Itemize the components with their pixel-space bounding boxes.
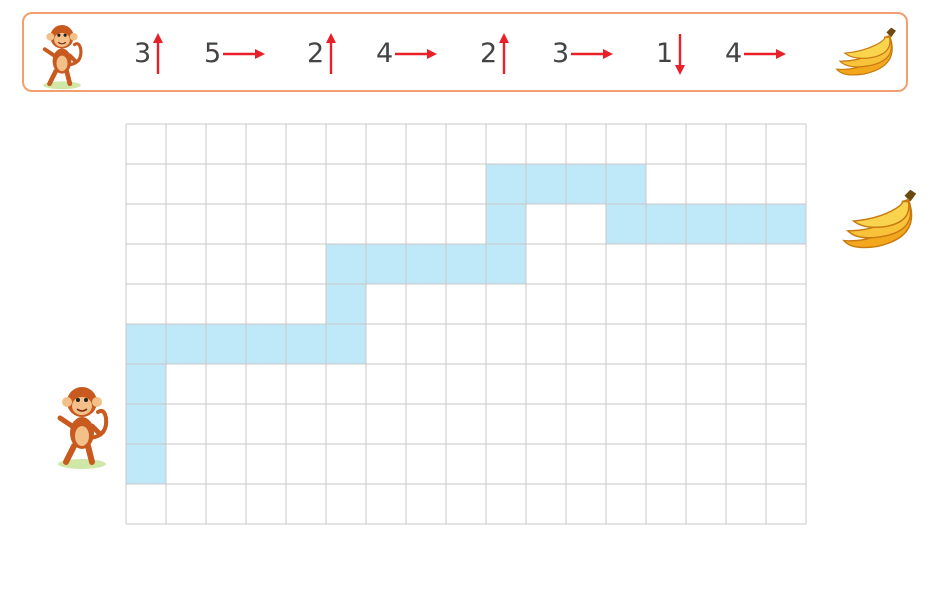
arrow-right-icon [571, 49, 614, 59]
path-cell [606, 164, 646, 204]
path-cell [246, 324, 286, 364]
path-cell [366, 244, 406, 284]
step-count: 3 [134, 38, 152, 69]
arrow-right-icon [395, 49, 438, 59]
path-cell [686, 204, 726, 244]
step-count: 3 [552, 38, 570, 69]
path-cell [486, 244, 526, 284]
step-7: 1 [656, 34, 687, 75]
path-cell [166, 324, 206, 364]
banana-bunch-icon [835, 27, 896, 76]
step-3: 2 [307, 33, 338, 74]
path-cell [486, 164, 526, 204]
path-cell [326, 324, 366, 364]
path-cell [126, 404, 166, 444]
path-cell [206, 324, 246, 364]
step-5: 2 [480, 33, 511, 74]
path-cell [646, 204, 686, 244]
path-cell [326, 284, 366, 324]
step-count: 2 [480, 38, 498, 69]
step-count: 4 [725, 38, 743, 69]
step-2: 5 [204, 34, 267, 74]
banana-goal-icon [842, 189, 917, 249]
path-cell [766, 204, 806, 244]
step-4: 4 [376, 34, 439, 74]
step-1: 3 [134, 33, 165, 74]
path-cell [126, 364, 166, 404]
path-cell [286, 324, 326, 364]
grid-lines [125, 123, 807, 525]
step-8: 4 [725, 34, 788, 74]
arrow-right-icon [223, 49, 266, 59]
arrow-down-icon [675, 34, 686, 75]
arrow-right-icon [744, 49, 787, 59]
arrow-up-icon [326, 33, 337, 74]
path-cell [726, 204, 766, 244]
path-cell [566, 164, 606, 204]
step-count: 1 [656, 38, 674, 69]
arrow-up-icon [499, 33, 510, 74]
monkey-start-icon [57, 387, 109, 469]
step-count: 4 [376, 38, 394, 69]
path-cell [486, 204, 526, 244]
path-cell [606, 204, 646, 244]
path-cell [126, 444, 166, 484]
step-count: 5 [204, 38, 222, 69]
path-cell [526, 164, 566, 204]
path-cell [406, 244, 446, 284]
path-layer [126, 164, 806, 484]
arrow-up-icon [153, 33, 164, 74]
path-cell [446, 244, 486, 284]
instruction-bar: 3 5 2 4 2 3 1 4 [22, 12, 908, 92]
monkey-icon [42, 25, 83, 90]
path-grid [125, 123, 807, 525]
path-cell [126, 324, 166, 364]
step-6: 3 [552, 34, 615, 74]
step-count: 2 [307, 38, 325, 69]
path-cell [326, 244, 366, 284]
